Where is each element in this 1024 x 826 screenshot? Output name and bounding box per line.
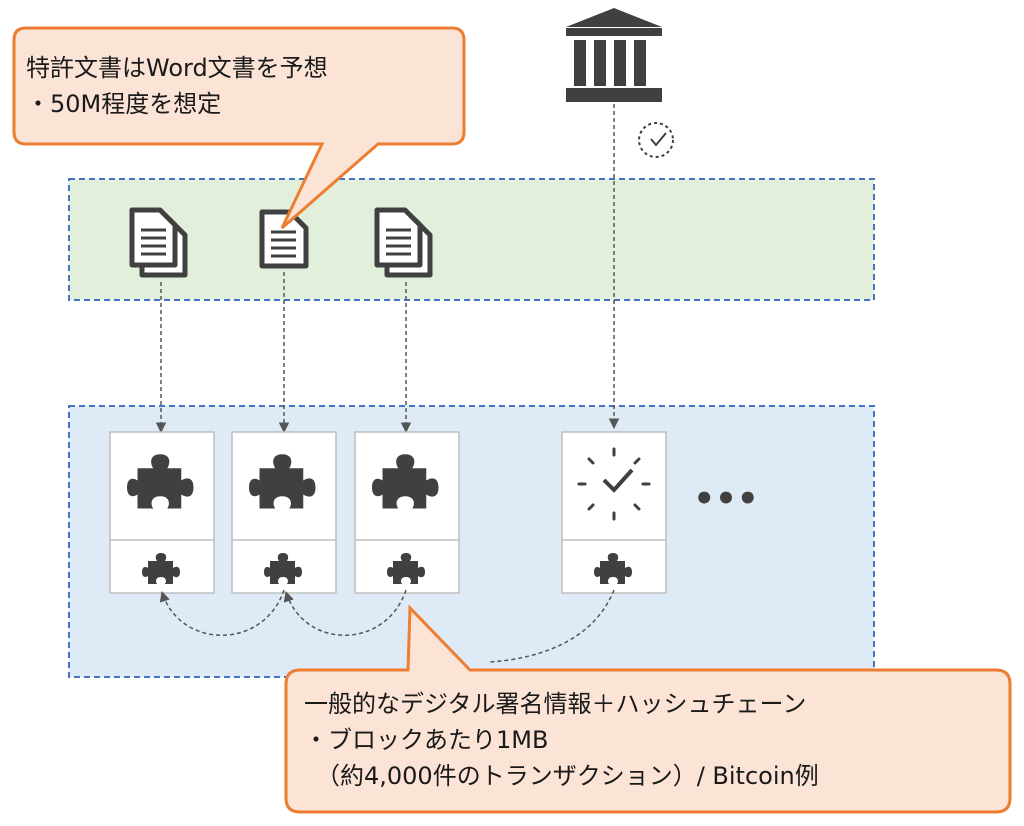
callout-bottom-line-1: 一般的なデジタル署名情報＋ハッシュチェーン [304, 690, 806, 718]
ellipsis: ••• [693, 479, 758, 519]
callout-bottom-line-2: ・ブロックあたり1MB [304, 726, 548, 754]
hash-chain-arrow [489, 589, 615, 663]
document-stack-icon [129, 207, 188, 278]
callout-top-line-1: 特許文書はWord文書を予想 [26, 54, 328, 82]
block [231, 431, 337, 594]
bank-icon [566, 8, 662, 102]
callout-bottom: 一般的なデジタル署名情報＋ハッシュチェーン ・ブロックあたり1MB （約4,00… [284, 604, 1012, 814]
document-icon [259, 209, 309, 269]
block [561, 431, 667, 594]
hash-chain-arrow [159, 589, 285, 636]
callout-top: 特許文書はWord文書を予想 ・50M程度を想定 [12, 26, 466, 230]
callout-bottom-line-3: （約4,000件のトランザクション）/ Bitcoin例 [304, 762, 819, 790]
callout-top-line-2: ・50M程度を想定 [26, 90, 221, 118]
document-stack-icon [374, 207, 433, 278]
hash-chain-arrow [283, 589, 407, 636]
block [109, 431, 215, 594]
clock-icon [638, 122, 674, 158]
document-layer-band [68, 178, 875, 301]
block [354, 431, 460, 594]
clock-icon [577, 447, 651, 521]
